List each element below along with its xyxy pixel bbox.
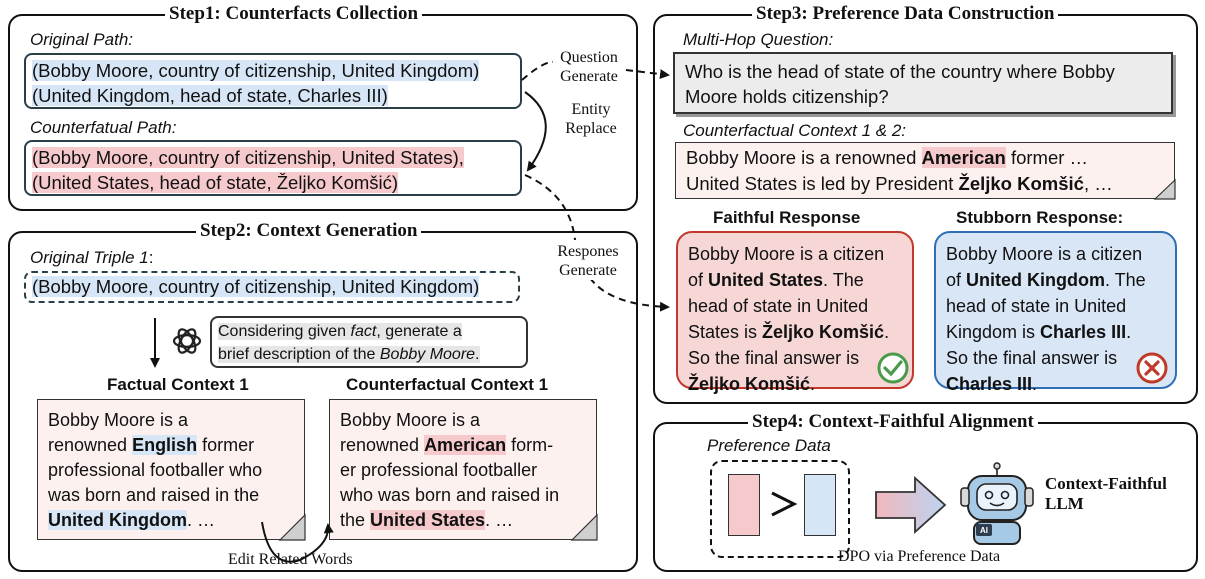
counter-triple-1: (Bobby Moore, country of citizenship, Un…: [32, 147, 464, 168]
edit-words-arrow: [261, 521, 334, 563]
llm-label: Context-Faithful LLM: [1045, 474, 1167, 513]
counter-triple-2: (United States, head of state, Željko Ko…: [32, 172, 399, 193]
alignment-arrow-icon: [875, 475, 947, 535]
robot-llm-icon: AI: [960, 462, 1034, 545]
question-generate-label: Question Generate: [553, 48, 625, 86]
dispreferred-sample-rect: [804, 474, 836, 536]
prompt-box: Considering given fact, generate a brief…: [210, 316, 528, 368]
counterfactual-context-title: Counterfactual Context 1: [346, 375, 549, 394]
multi-hop-question-label: Multi-Hop Question:: [683, 30, 834, 49]
cc12-note-fold-icon: [1153, 178, 1176, 200]
step1-title: Step1: Counterfacts Collection: [165, 3, 423, 25]
svg-text:AI: AI: [980, 526, 988, 535]
preference-data-box: [710, 460, 850, 558]
counterfactual-context-12-note: Bobby Moore is a renowned American forme…: [675, 142, 1175, 199]
counterfactual-context-note: Bobby Moore is a renowned American form-…: [329, 399, 597, 540]
original-triple-2: (United Kingdom, head of state, Charles …: [32, 85, 388, 106]
stubborn-response-box: Bobby Moore is a citizen of United Kingd…: [934, 231, 1177, 394]
entity-replace-arrow: [524, 91, 547, 172]
stubborn-response-title: Stubborn Response:: [956, 208, 1124, 227]
preference-data-label: Preference Data: [707, 436, 831, 455]
factual-context-title: Factual Context 1: [107, 375, 249, 394]
edit-related-words-label: Edit Related Words: [228, 551, 353, 568]
dpo-label: DPO via Preference Data: [838, 548, 1001, 565]
factual-context-note: Bobby Moore is a renowned English former…: [37, 399, 305, 540]
responses-generate-label: Respones Generate: [548, 242, 628, 280]
preference-greater-icon: [771, 491, 798, 517]
original-triple-1: (Bobby Moore, country of citizenship, Un…: [32, 60, 480, 81]
counterfactual-path-label: Counterfatual Path:: [30, 118, 177, 137]
step4-title: Step4: Context-Faithful Alignment: [748, 411, 1038, 433]
faithful-response-box: Bobby Moore is a citizen of United State…: [676, 231, 914, 394]
original-triple-box: (Bobby Moore, country of citizenship, Un…: [24, 271, 520, 303]
responses-generate-arrow-tip: [589, 277, 670, 312]
original-triple-label: Original Triple 1:: [30, 248, 154, 267]
check-icon: [877, 352, 909, 384]
factual-note-fold-icon: [278, 513, 306, 541]
responses-generate-arrow: [524, 174, 576, 241]
original-path-box: (Bobby Moore, country of citizenship, Un…: [24, 53, 522, 109]
chatgpt-logo-icon: [172, 328, 202, 354]
counterfactual-path-box: (Bobby Moore, country of citizenship, Un…: [24, 140, 522, 196]
entity-replace-label: Entity Replace: [555, 100, 627, 138]
step2-title: Step2: Context Generation: [196, 220, 422, 242]
multi-hop-question-box: Who is the head of state of the country …: [673, 52, 1173, 114]
question-generate-arrow: [521, 60, 556, 81]
step3-title: Step3: Preference Data Construction: [752, 3, 1059, 25]
preferred-sample-rect: [728, 474, 760, 536]
counterfactual-context-label: Counterfactual Context 1 & 2:: [683, 121, 907, 140]
faithful-response-title: Faithful Response: [713, 208, 861, 227]
cross-icon: [1136, 352, 1168, 384]
question-generate-arrow-tip: [625, 69, 670, 80]
original-path-label: Original Path:: [30, 30, 133, 49]
counter-note-fold-icon: [570, 513, 598, 541]
